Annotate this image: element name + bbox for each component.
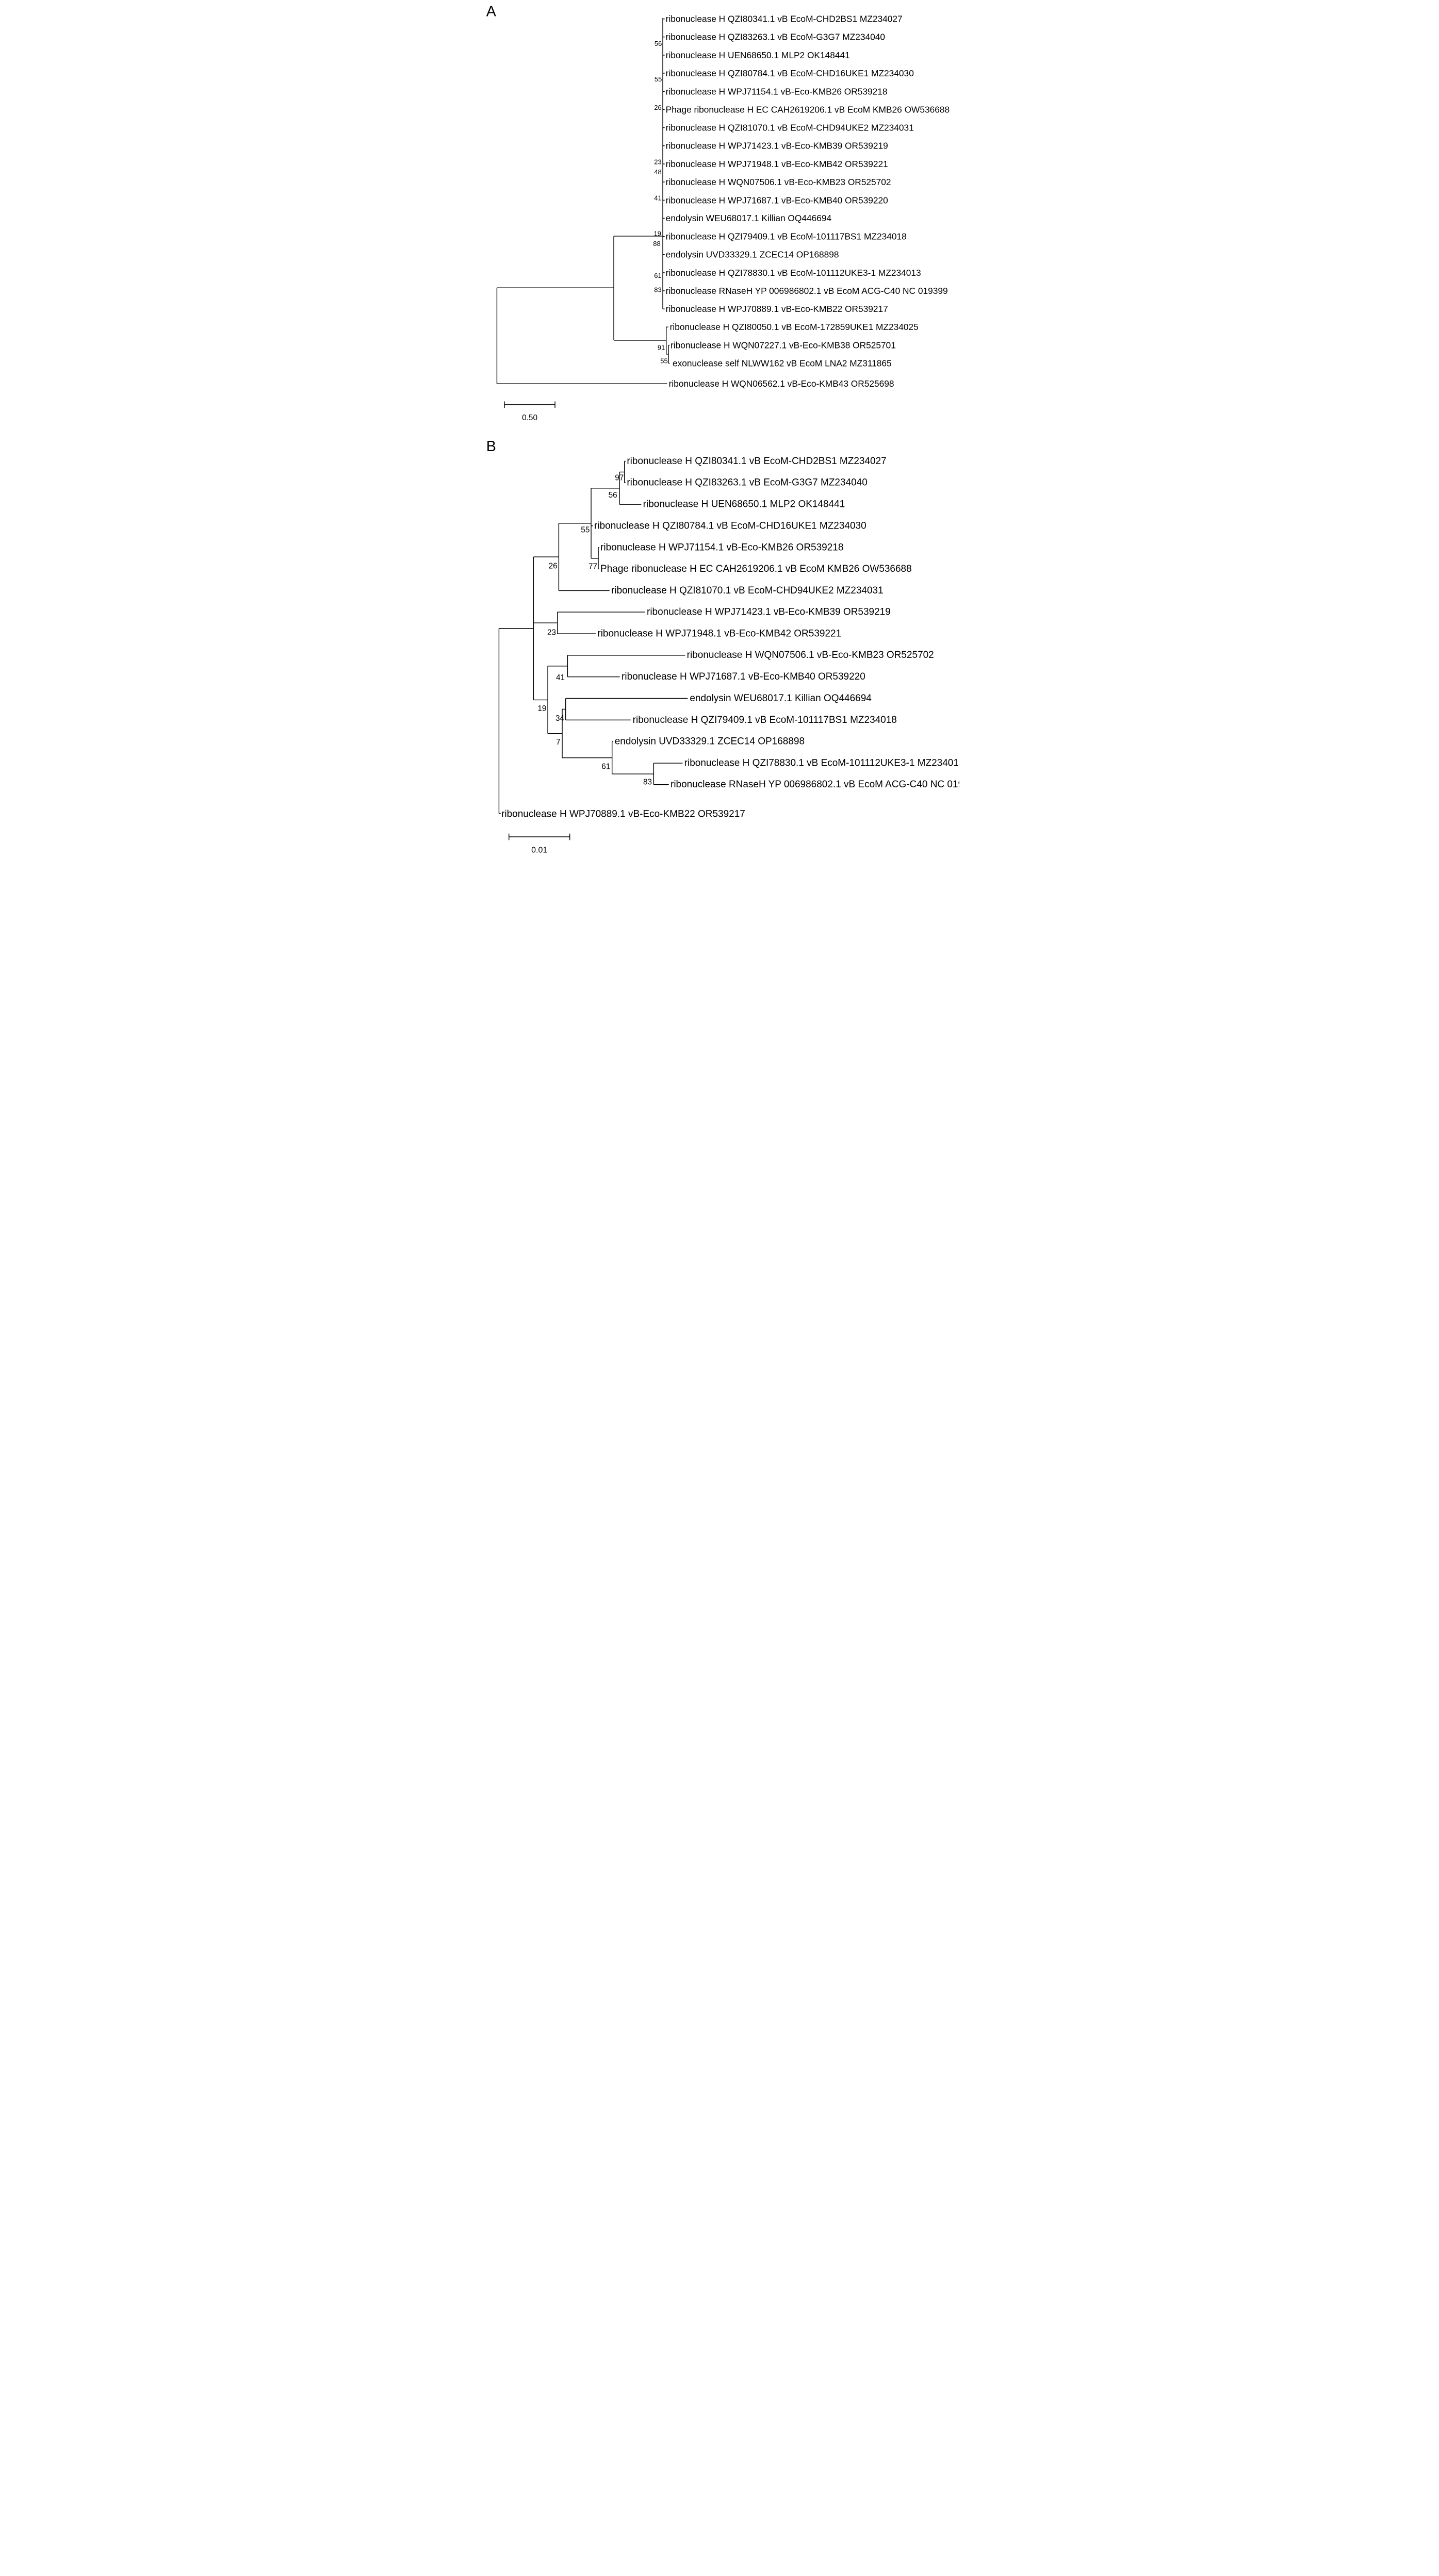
support-value: 56	[609, 491, 617, 500]
support-value: 41	[654, 194, 661, 202]
support-value: 19	[537, 704, 546, 713]
panel-label: A	[486, 4, 497, 20]
taxon-label: ribonuclease H WQN07227.1 vB-Eco-KMB38 O…	[671, 340, 896, 351]
support-value: 88	[653, 240, 660, 247]
taxon-label: ribonuclease H QZI81070.1 vB EcoM-CHD94U…	[666, 123, 914, 133]
taxon-label: Phage ribonuclease H EC CAH2619206.1 vB …	[600, 564, 912, 574]
support-value: 55	[581, 526, 590, 535]
taxon-label: ribonuclease H WQN07506.1 vB-Eco-KMB23 O…	[687, 650, 934, 660]
taxon-label: ribonuclease H WPJ70889.1 vB-Eco-KMB22 O…	[666, 304, 888, 314]
taxon-label: ribonuclease H QZI78830.1 vB EcoM-101112…	[684, 758, 959, 769]
taxon-label: ribonuclease H QZI80050.1 vB EcoM-172859…	[670, 322, 919, 332]
taxon-label: ribonuclease H WPJ71948.1 vB-Eco-KMB42 O…	[597, 629, 841, 639]
taxon-label: ribonuclease H WPJ71154.1 vB-Eco-KMB26 O…	[600, 542, 843, 553]
taxon-label: ribonuclease H WQN07506.1 vB-Eco-KMB23 O…	[666, 177, 891, 187]
panel-label: B	[486, 438, 496, 455]
support-value: 7	[556, 738, 561, 747]
taxon-label: endolysin WEU68017.1 Killian OQ446694	[666, 213, 832, 223]
support-value: 55	[660, 357, 667, 365]
support-value: 48	[654, 168, 661, 176]
taxon-label: endolysin WEU68017.1 Killian OQ446694	[690, 693, 871, 704]
taxon-label: ribonuclease RNaseH YP 006986802.1 vB Ec…	[666, 286, 948, 296]
taxon-label: ribonuclease H QZI79409.1 vB EcoM-101117…	[633, 715, 897, 725]
taxon-label: ribonuclease H WPJ71687.1 vB-Eco-KMB40 O…	[666, 195, 888, 205]
support-value: 56	[655, 40, 662, 47]
support-value: 26	[549, 562, 558, 571]
taxon-label: ribonuclease H QZI83263.1 vB EcoM-G3G7 M…	[666, 32, 885, 42]
taxon-label: ribonuclease H QZI78830.1 vB EcoM-101112…	[666, 268, 921, 278]
support-value: 23	[654, 158, 661, 166]
taxon-label: ribonuclease H UEN68650.1 MLP2 OK148441	[666, 50, 850, 60]
support-value: 77	[588, 562, 597, 571]
support-value: 83	[643, 778, 652, 787]
taxon-label: ribonuclease H QZI80784.1 vB EcoM-CHD16U…	[666, 68, 914, 78]
taxon-label: ribonuclease H QZI80341.1 vB EcoM-CHD2BS…	[666, 14, 903, 24]
taxon-label: ribonuclease RNaseH YP 006986802.1 vB Ec…	[671, 779, 959, 790]
support-value: 34	[555, 714, 565, 723]
scale-bar-label: 0.01	[531, 846, 547, 855]
support-value: 41	[556, 673, 565, 682]
taxon-label: ribonuclease H QZI83263.1 vB EcoM-G3G7 M…	[627, 477, 867, 488]
taxon-label: ribonuclease H QZI81070.1 vB EcoM-CHD94U…	[611, 585, 884, 596]
scale-bar-label: 0.50	[522, 414, 537, 422]
taxon-label: endolysin UVD33329.1 ZCEC14 OP168898	[615, 736, 805, 747]
support-value: 19	[654, 230, 661, 238]
scale-bar: 0.50	[504, 401, 555, 422]
taxon-label: ribonuclease H UEN68650.1 MLP2 OK148441	[643, 499, 845, 510]
taxon-label: ribonuclease H WQN06562.1 vB-Eco-KMB43 O…	[669, 378, 894, 389]
support-value: 61	[601, 763, 610, 771]
support-value: 61	[654, 272, 661, 279]
taxon-label: endolysin UVD33329.1 ZCEC14 OP168898	[666, 250, 839, 260]
scale-bar: 0.01	[509, 833, 570, 855]
support-value: 23	[547, 629, 556, 637]
support-value: 91	[658, 343, 665, 351]
taxon-label: Phage ribonuclease H EC CAH2619206.1 vB …	[666, 104, 950, 114]
taxon-label: ribonuclease H WPJ71687.1 vB-Eco-KMB40 O…	[622, 671, 865, 682]
support-value: 26	[654, 104, 661, 111]
taxon-label: ribonuclease H WPJ71948.1 vB-Eco-KMB42 O…	[666, 159, 888, 169]
taxon-label: ribonuclease H QZI79409.1 vB EcoM-101117…	[666, 232, 907, 242]
taxon-label: ribonuclease H WPJ71423.1 vB-Eco-KMB39 O…	[647, 607, 891, 618]
support-value: 83	[654, 286, 661, 293]
taxon-label: ribonuclease H WPJ71154.1 vB-Eco-KMB26 O…	[666, 86, 888, 96]
taxon-label: exonuclease self NLWW162 vB EcoM LNA2 MZ…	[673, 358, 892, 369]
support-value: 55	[655, 75, 662, 83]
taxon-label: ribonuclease H QZI80341.1 vB EcoM-CHD2BS…	[627, 456, 886, 467]
taxon-label: ribonuclease H QZI80784.1 vB EcoM-CHD16U…	[594, 520, 866, 531]
taxon-label: ribonuclease H WPJ70889.1 vB-Eco-KMB22 O…	[501, 809, 745, 820]
support-value: 97	[615, 474, 624, 483]
taxon-label: ribonuclease H WPJ71423.1 vB-Eco-KMB39 O…	[666, 141, 888, 151]
